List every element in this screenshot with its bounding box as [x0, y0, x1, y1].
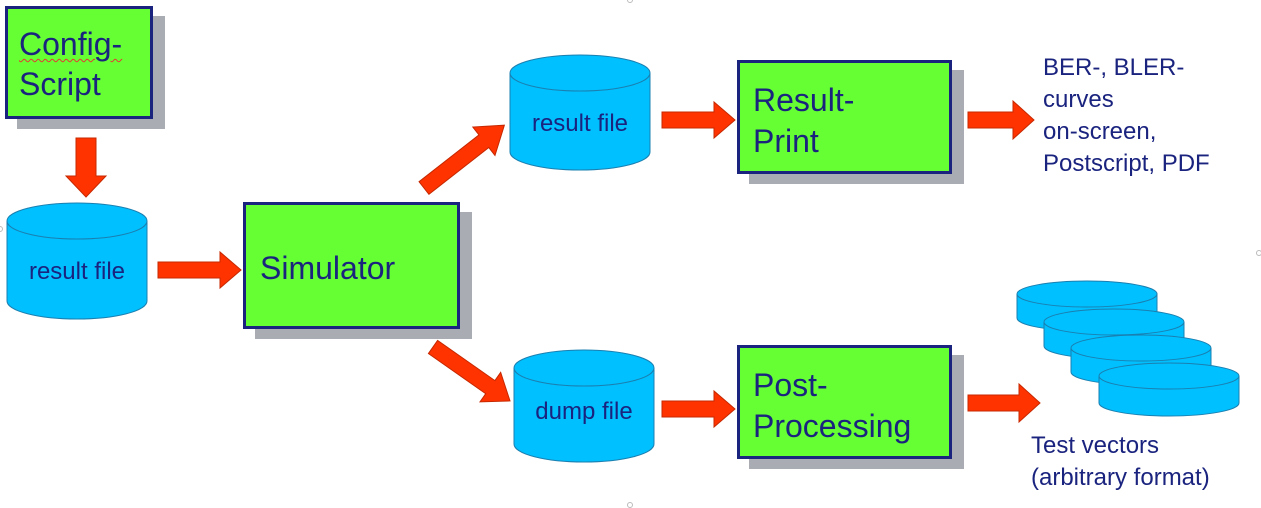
arrow-dump-file-to-post [661, 389, 736, 429]
selection-handle [1256, 250, 1261, 256]
input-result-file-cylinder: result file [6, 202, 148, 320]
arrow-simulator-to-dump-file [427, 339, 511, 403]
selection-handle [627, 0, 633, 3]
dump-file-cylinder: dump file [513, 349, 655, 463]
curves-line-1: BER-, BLER- [1043, 54, 1185, 81]
curves-line-2: curves [1043, 86, 1114, 113]
arrow-print-to-curves [967, 99, 1035, 141]
simulator-label: Simulator [260, 250, 396, 286]
test-vectors-line-1: Test vectors [1031, 432, 1160, 459]
selection-handle [627, 502, 633, 508]
test-vectors-line-2: (arbitrary format) [1031, 464, 1210, 491]
result-print-box: Result- Print [737, 60, 952, 174]
config-script-line2: Script [19, 66, 101, 102]
test-vector-disk-4 [1098, 362, 1240, 417]
selection-handle [0, 226, 3, 232]
config-script-box: Config- Script [5, 6, 153, 119]
arrow-config-to-file [64, 137, 108, 198]
arrow-simulator-to-result-file [418, 124, 506, 196]
cylinder-icon [509, 54, 651, 171]
output-result-file-cylinder: result file [509, 54, 651, 171]
dump-file-label: dump file [535, 398, 633, 425]
input-result-file-label: result file [28, 258, 126, 285]
cylinder-icon [6, 202, 148, 320]
post-processing-box: Post- Processing [737, 345, 952, 459]
simulator-box: Simulator [243, 202, 460, 329]
arrow-post-to-test-vectors [967, 382, 1041, 424]
curves-line-4: Postscript, PDF [1043, 150, 1210, 177]
test-vectors-note: Test vectors (arbitrary format) [1031, 430, 1210, 494]
curves-output-note: BER-, BLER- curves on-screen, Postscript… [1043, 52, 1210, 180]
arrow-file-to-simulator [157, 250, 242, 290]
arrow-result-file-to-print [661, 100, 736, 140]
output-result-file-label: result file [531, 110, 629, 137]
config-script-line1: Config- [19, 26, 123, 62]
post-processing-line1: Post- [753, 367, 828, 403]
result-print-line2: Print [753, 123, 819, 159]
result-print-line1: Result- [753, 82, 855, 118]
cylinder-icon [513, 349, 655, 463]
curves-line-3: on-screen, [1043, 118, 1157, 145]
post-processing-line2: Processing [753, 408, 912, 444]
